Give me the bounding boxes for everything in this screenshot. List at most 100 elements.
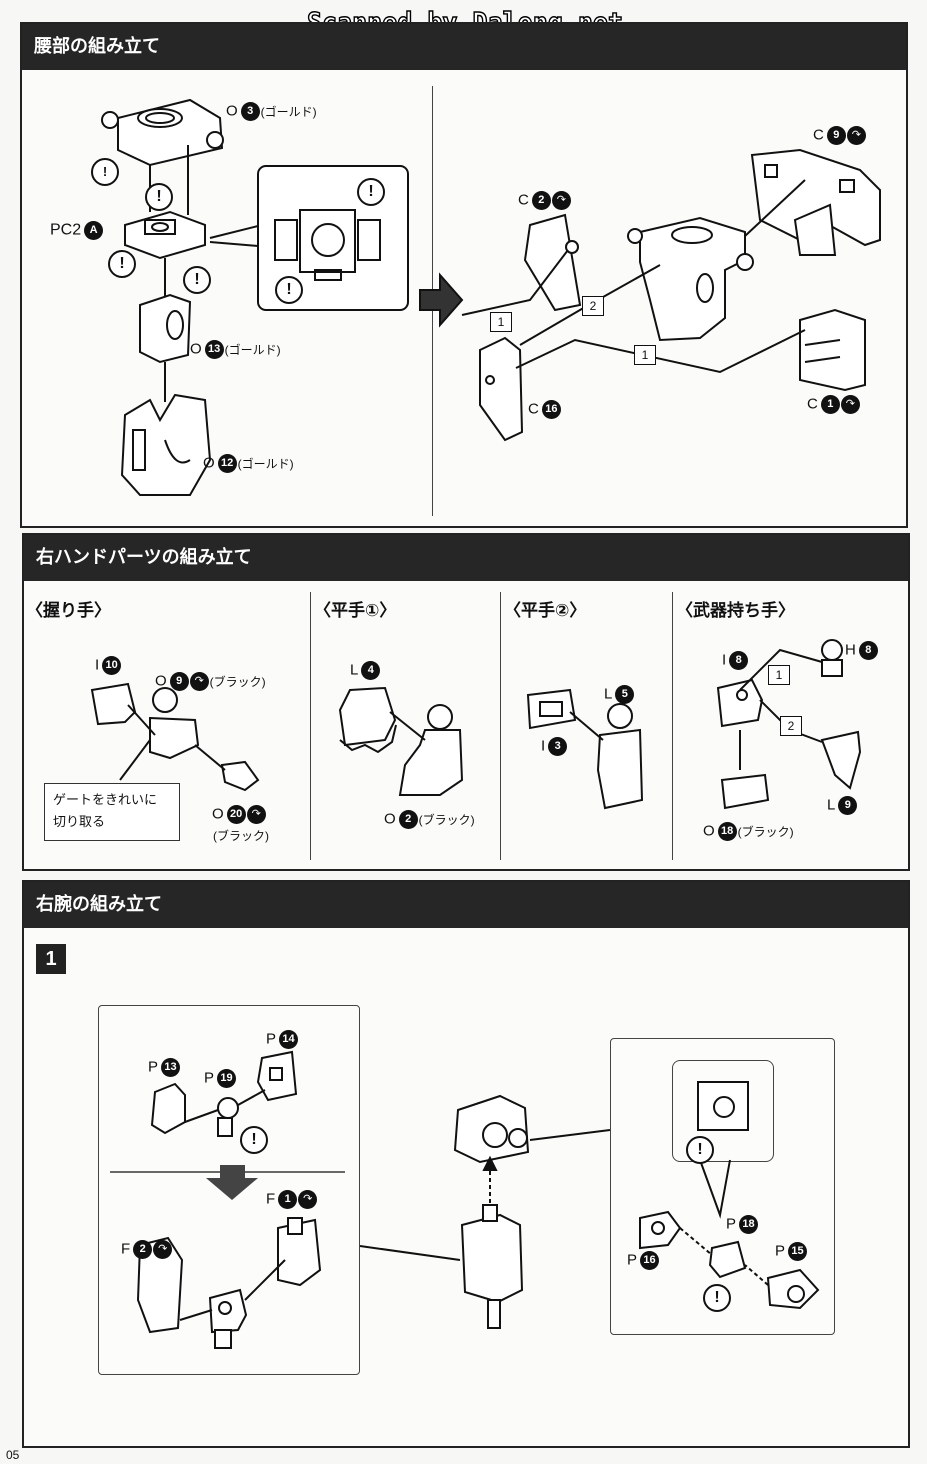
part-letter: F [266, 1190, 276, 1208]
part-number: 20 [226, 805, 246, 824]
part-letter: C [813, 126, 824, 144]
right-arm-title: 右腕の組み立て [24, 882, 908, 928]
swipe-icon: ↷ [298, 1190, 318, 1209]
waist-assembly-title: 腰部の組み立て [22, 24, 906, 70]
part-color: (ブラック) [737, 825, 794, 839]
part-letter: C [807, 395, 818, 413]
part-letter: I [541, 737, 546, 755]
note-line: 切り取る [53, 815, 106, 830]
part-letter: P [266, 1030, 277, 1048]
caution-icon: ! [108, 250, 136, 278]
part-letter: C [518, 191, 529, 209]
part-letter: I [722, 651, 727, 669]
part-letter: P [726, 1215, 737, 1233]
step-number: 1 [641, 348, 649, 362]
part-letter: O [226, 102, 238, 120]
part-number: 14 [279, 1030, 299, 1049]
step-hex-2: 2 [582, 296, 604, 316]
note-line: ゲートをきれいに [53, 793, 158, 808]
part-letter: C [528, 400, 539, 418]
part-number: 16 [541, 400, 561, 419]
swipe-icon: ↷ [551, 191, 571, 210]
part-letter: O [212, 805, 224, 823]
page-number: 05 [6, 1448, 20, 1462]
swipe-icon: ↷ [846, 126, 866, 145]
part-number: A [84, 221, 104, 240]
caution-icon: ! [91, 158, 119, 186]
part-number: 13 [204, 340, 224, 359]
caution-icon: ! [357, 178, 385, 206]
part-letter: L [604, 685, 613, 703]
part-letter: P [627, 1251, 638, 1269]
step-hex-1: 1 [490, 312, 512, 332]
step-hex-1: 1 [768, 665, 790, 685]
part-number: 2 [531, 191, 551, 210]
step-number: 2 [589, 299, 597, 313]
right-hand-title: 右ハンドパーツの組み立て [24, 535, 908, 581]
gate-trim-note: ゲートをきれいに 切り取る [44, 783, 180, 841]
part-number: 3 [548, 737, 568, 756]
caution-icon: ! [703, 1284, 731, 1312]
part-number: 9 [838, 796, 858, 815]
part-color-o20: (ブラック) [213, 829, 269, 843]
swipe-icon: ↷ [246, 805, 266, 824]
part-number: 18 [739, 1215, 759, 1234]
step-number-badge: 1 [36, 944, 66, 974]
part-letter: P [775, 1242, 786, 1260]
caution-icon: ! [183, 266, 211, 294]
part-number: 1 [278, 1190, 298, 1209]
flat-hand-1-title: 〈平手①〉 [314, 601, 397, 621]
hand-divider-2 [500, 592, 501, 860]
part-color: (ブラック) [209, 675, 266, 689]
part-letter: P [204, 1069, 215, 1087]
part-letter: O [703, 822, 715, 840]
swipe-icon: ↷ [189, 672, 209, 691]
part-letter: O [190, 340, 202, 358]
part-number: 9 [826, 126, 846, 145]
part-number: 3 [240, 102, 260, 121]
part-letter: L [827, 796, 836, 814]
part-color: (ブラック) [418, 813, 475, 827]
hand-divider-3 [672, 592, 673, 860]
part-letter: I [95, 656, 100, 674]
part-number: 16 [640, 1251, 660, 1270]
part-number: 8 [729, 651, 749, 670]
part-letter: O [155, 672, 167, 690]
step-number: 2 [787, 719, 795, 733]
part-letter: F [121, 1240, 131, 1258]
part-letter: H [845, 641, 856, 659]
part-number: 18 [717, 822, 737, 841]
step-hex-2: 2 [780, 716, 802, 736]
part-letter: L [350, 661, 359, 679]
part-letter: O [384, 810, 396, 828]
part-number: 10 [102, 656, 122, 675]
part-letter: PC2 [50, 221, 82, 239]
part-color: (ゴールド) [224, 343, 281, 357]
part-number: 15 [788, 1242, 808, 1261]
swipe-icon: ↷ [153, 1240, 173, 1259]
